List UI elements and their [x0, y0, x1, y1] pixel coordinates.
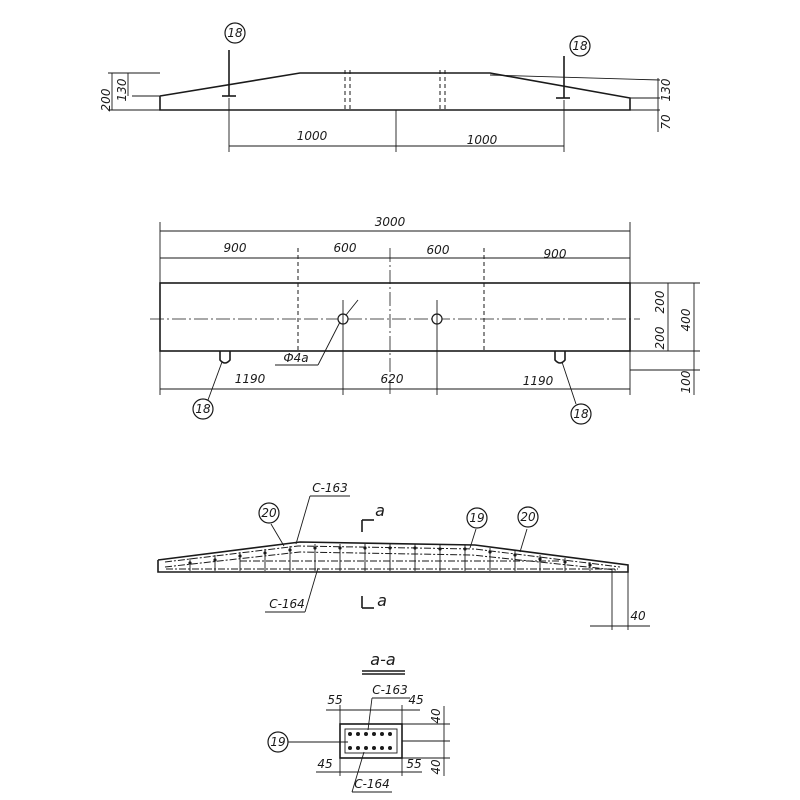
reinforcement-label-bottom: С-164 [269, 597, 305, 611]
elevation-callout-right-label: 18 [572, 39, 588, 53]
reinforcement-callout-20-right [517, 506, 539, 528]
elevation-dim-right-top: 130 [659, 78, 673, 101]
reinforcement-callout-19-label: 19 [469, 511, 484, 525]
section-dim-bottom-right: 55 [406, 757, 421, 771]
elevation-callout-right [569, 35, 591, 57]
plan-bottom-left: 1190 [235, 372, 266, 386]
section-dim-right-bottom: 40 [429, 759, 443, 775]
section-dim-right-top: 40 [429, 708, 443, 724]
section-mark-top: а [375, 501, 385, 520]
reinforcement-callout-19 [466, 507, 488, 529]
plan-right-upper: 200 [653, 290, 667, 313]
section-title: а-а [370, 650, 395, 669]
elevation-outline [159, 72, 631, 111]
reinforcement-dim-end: 40 [630, 609, 646, 623]
section-dim-bottom-left: 45 [317, 757, 332, 771]
plan-seg-1: 900 [224, 241, 247, 255]
section-label-bottom: С-164 [354, 777, 390, 791]
plan-callout-left-label: 18 [195, 402, 211, 416]
plan-bottom-right: 1190 [523, 374, 554, 388]
section-dim-top-left: 55 [327, 693, 342, 707]
elevation-dim-right-bottom: 70 [659, 114, 673, 130]
elevation-dim-left-small: 130 [115, 78, 129, 101]
reinforcement-bar-dots [188, 546, 592, 567]
elevation-view: 200 130 130 70 1000 1000 18 18 [99, 22, 673, 152]
plan-dim-total: 3000 [375, 215, 406, 229]
plan-callout-right-label: 18 [573, 407, 589, 421]
plan-outline [159, 282, 631, 352]
elevation-dim-left-total: 200 [99, 88, 113, 111]
plan-right-total: 400 [679, 308, 693, 331]
reinforcement-callout-20-left-label: 20 [261, 506, 277, 520]
plan-right-lower: 200 [653, 326, 667, 349]
elevation-dim-span-right: 1000 [467, 133, 498, 147]
plan-callout-right [570, 403, 592, 425]
section-view: а-а 55 45 С-163 45 55 С-164 [267, 650, 450, 793]
section-callout [267, 731, 289, 753]
plan-right-bottom: 100 [679, 370, 693, 393]
plan-seg-4: 900 [544, 247, 567, 261]
elevation-callout-left [224, 22, 246, 44]
section-label-top: С-163 [372, 683, 408, 697]
section-dim-top-right: 45 [408, 693, 423, 707]
reinforcement-callout-20-right-label: 20 [520, 510, 536, 524]
plan-callout-left [192, 398, 214, 420]
reinforcement-label-top: С-163 [312, 481, 348, 495]
reinforcement-view: а а С-163 С-164 20 19 20 40 [157, 481, 650, 630]
section-rebar-dots [348, 732, 392, 750]
plan-seg-3: 600 [427, 243, 450, 257]
reinforcement-callout-20-left [258, 502, 280, 524]
elevation-dim-span-left: 1000 [297, 129, 328, 143]
section-callout-label: 19 [270, 735, 285, 749]
plan-bottom-mid: 620 [381, 372, 404, 386]
plan-seg-2: 600 [334, 241, 357, 255]
elevation-callout-left-label: 18 [227, 26, 243, 40]
section-mark-bottom: а [377, 591, 387, 610]
plan-view: 3000 900 600 600 900 Ф4а 1190 620 1190 2… [150, 215, 700, 425]
reinforcement-outline [157, 541, 629, 573]
plan-hole-label: Ф4а [283, 351, 308, 365]
